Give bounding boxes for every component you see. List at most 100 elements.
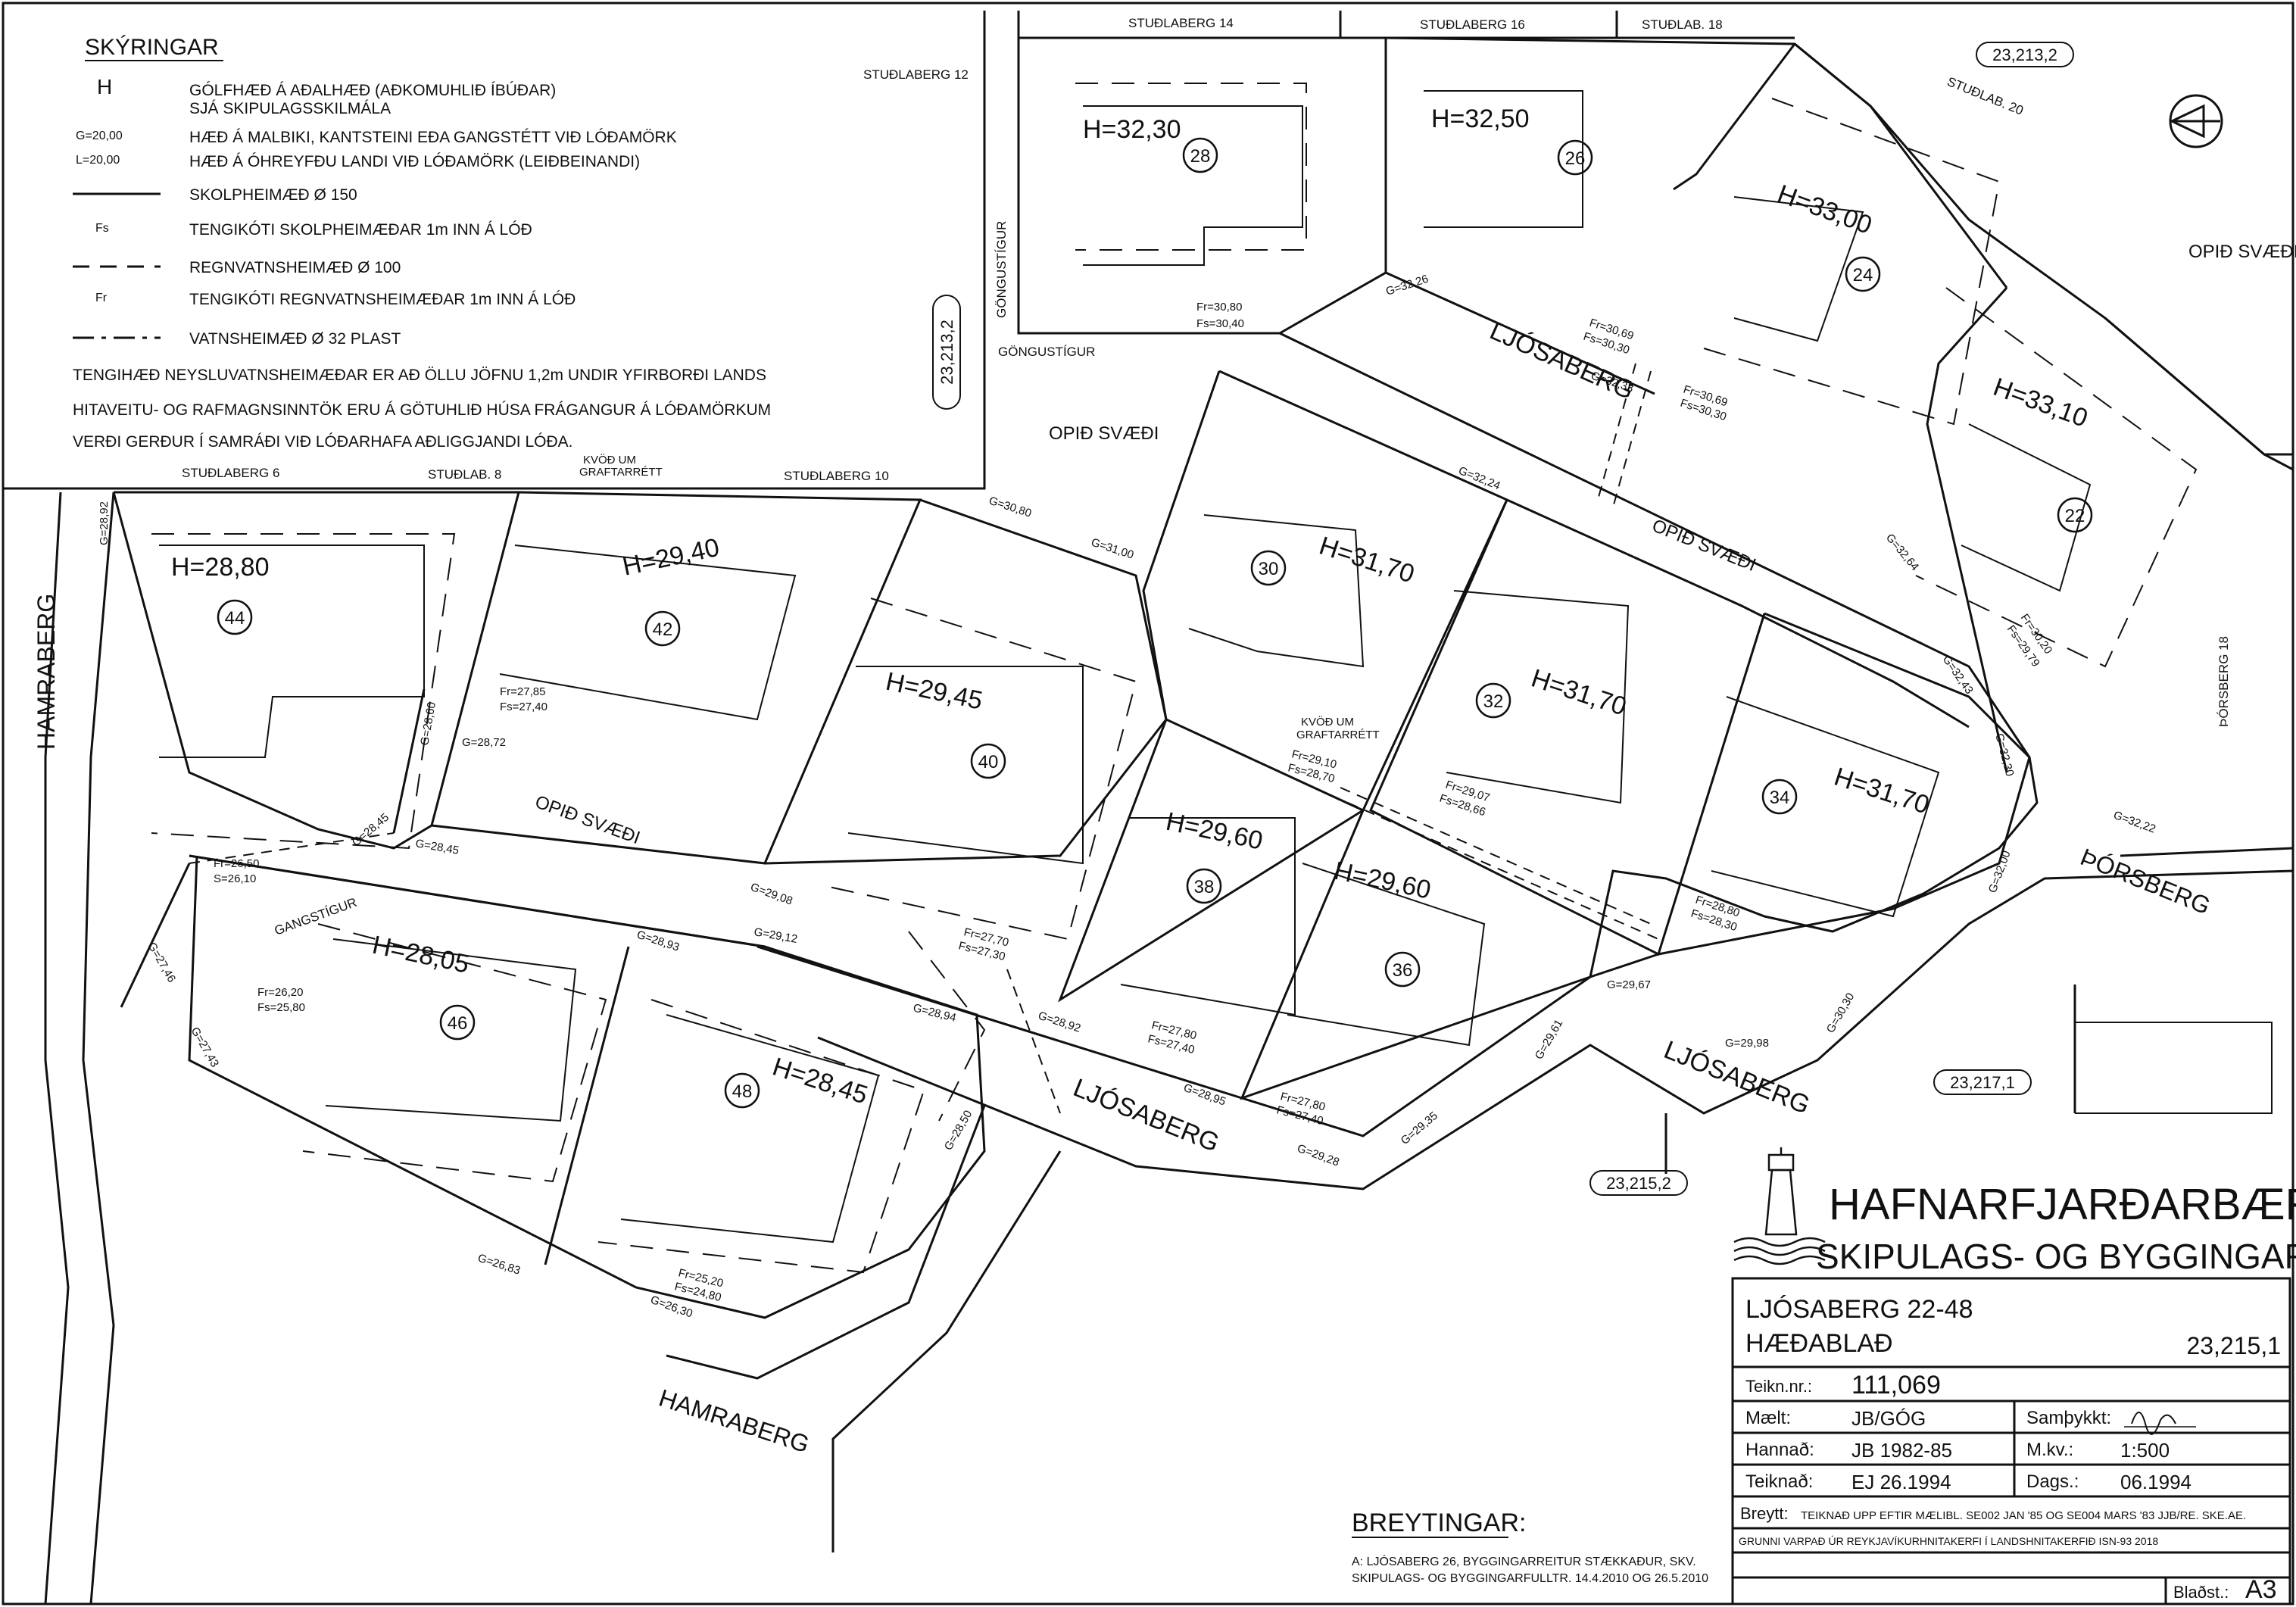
elev-label: G=31,00	[1090, 536, 1135, 562]
label-open-area-4: OPIÐ SVÆÐI	[2188, 242, 2296, 262]
plot-36: 36 H=29,60	[1331, 857, 1433, 988]
project-name: LJÓSABERG 22-48	[1745, 1295, 1973, 1324]
label-kvod-mid: KVÖÐ UM	[1301, 715, 1354, 729]
plot-number: 36	[1393, 960, 1413, 981]
label-graftarrett-top: GRAFTARRÉTT	[579, 466, 663, 479]
elev-label: Fs=27,40	[500, 701, 547, 713]
plot-height: H=31,70	[1528, 663, 1630, 721]
plot-height: H=29,45	[883, 667, 985, 716]
grid-note: GRUNNI VARPAÐ ÚR REYKJAVÍKURHNITAKERFI Í…	[1739, 1535, 2158, 1547]
plot-42: 42H=29,40	[620, 533, 722, 647]
plot-height: H=33,00	[1773, 179, 1876, 240]
date-value: 06.1994	[2120, 1471, 2191, 1493]
plot-height: H=29,40	[620, 533, 722, 582]
elev-label: G=32,43	[1940, 654, 1976, 697]
plot-24: 24H=33,00	[1773, 179, 1881, 292]
scale-label: M.kv.:	[2026, 1440, 2073, 1460]
elev-label: Fr=26,50	[214, 857, 259, 870]
north-arrow-icon	[2169, 94, 2223, 148]
designed-value: JB 1982-85	[1851, 1439, 1952, 1462]
lighthouse-logo-icon	[1733, 1147, 1826, 1265]
sheet-size-label: Blaðst.:	[2173, 1583, 2229, 1602]
plot-44: 44 H=28,80	[171, 553, 270, 635]
elev-label: G=29,67	[1607, 978, 1651, 991]
elev-label: G=32,22	[2112, 809, 2157, 836]
elev-label: G=29,12	[753, 925, 798, 946]
legend-text-h2: SJÁ SKIPULAGSSKILMÁLA	[189, 100, 391, 117]
sheet-ref-right: 23,217,1	[1950, 1073, 2015, 1092]
label-studlab-20: STUÐLAB. 20	[1945, 74, 2026, 118]
elev-label: G=29,61	[1533, 1017, 1566, 1062]
drawn-label: Teiknað:	[1745, 1471, 1813, 1492]
plot-46: 46H=28,05	[370, 931, 476, 1041]
elev-label: Fs=25,80	[257, 1001, 305, 1014]
elev-label: G=30,80	[987, 495, 1033, 520]
label-studlaberg-10: STUÐLABERG 10	[784, 469, 889, 483]
revised-label: Breytt:	[1740, 1504, 1789, 1523]
changes-line-2: SKIPULAGS- OG BYGGINGARFULLTR. 14.4.2010…	[1352, 1572, 1708, 1585]
legend-note-3: VERÐI GERÐUR Í SAMRÁÐI VIÐ LÓÐARHAFA AÐL…	[73, 433, 572, 451]
plot-height: H=28,80	[171, 553, 270, 582]
legend-note-2: HITAVEITU- OG RAFMAGNSINNTÖK ERU Á GÖTUH…	[73, 401, 771, 419]
legend-note-1: TENGIHÆÐ NEYSLUVATNSHEIMÆÐAR ER AÐ ÖLLU …	[73, 367, 766, 384]
label-thorsberg-18: ÞÓRSBERG 18	[2216, 636, 2231, 727]
label-gongustigur: GÖNGUSTÍGUR	[998, 345, 1095, 359]
legend-title: SKÝRINGAR	[85, 35, 219, 60]
label-studlaberg-12: STUÐLABERG 12	[863, 67, 969, 82]
plot-height: H=29,60	[1163, 807, 1265, 856]
plot-40: 40 H=29,45	[883, 667, 1006, 779]
legend-text-g: HÆÐ Á MALBIKI, KANTSTEINI EÐA GANGSTÉTT …	[189, 129, 677, 146]
legend-text-fs: TENGIKÓTI SKOLPHEIMÆÐAR 1m INN Á LÓÐ	[189, 221, 532, 239]
legend-text-l: HÆÐ Á ÓHREYFÐU LANDI VIÐ LÓÐAMÖRK (LEIÐB…	[189, 153, 640, 170]
legend-text-water: VATNSHEIMÆÐ Ø 32 PLAST	[189, 330, 401, 348]
changes-title: BREYTINGAR:	[1352, 1509, 1526, 1537]
legend-symbol-g: G=20,00	[76, 129, 123, 142]
street-hamraberg-lower: HAMRABERG	[656, 1384, 813, 1458]
date-label: Dags.:	[2026, 1471, 2079, 1492]
org-name: HAFNARFJARÐARBÆR	[1829, 1180, 2296, 1229]
plot-number: 38	[1194, 877, 1215, 897]
dept-name: SKIPULAGS- OG BYGGINGARSVIÐ	[1816, 1237, 2296, 1276]
approved-label: Samþykkt:	[2026, 1408, 2111, 1428]
label-graftarrett-mid: GRAFTARRÉTT	[1296, 729, 1380, 741]
legend-symbol-fs: Fs	[95, 222, 109, 235]
label-studlaberg-6: STUÐLABERG 6	[182, 466, 279, 480]
elev-label: G=29,08	[749, 881, 794, 908]
plot-number: 22	[2065, 506, 2085, 526]
label-gangstigur: GANGSTÍGUR	[273, 895, 359, 938]
elev-label: G=26,30	[649, 1293, 694, 1321]
sheet-size: A3	[2245, 1575, 2277, 1604]
label-kvod-top: KVÖÐ UM	[583, 453, 636, 466]
plot-number: 30	[1259, 559, 1279, 579]
drawing-no-label: Teikn.nr.:	[1745, 1377, 1812, 1396]
elev-label: G=28,92	[1037, 1009, 1082, 1035]
plot-height: H=32,30	[1083, 115, 1181, 144]
elev-label: Fr=27,85	[500, 685, 545, 698]
elev-label: Fr=26,20	[257, 986, 303, 999]
elev-label: Fs=30,40	[1196, 317, 1244, 330]
label-open-area-1: OPIÐ SVÆÐI	[1049, 423, 1159, 444]
plot-height: H=31,70	[1316, 531, 1418, 588]
plot-26: 26H=32,50	[1431, 105, 1593, 176]
sheet-ref-bottom: 23,215,2	[1606, 1174, 1671, 1193]
label-studlaberg-16: STUÐLABERG 16	[1420, 17, 1525, 32]
sheet-ref-top: 23,213,2	[1992, 45, 2057, 64]
drawn-value: EJ 26.1994	[1851, 1471, 1951, 1493]
plot-number: 40	[978, 752, 999, 772]
legend-text-sewer: SKOLPHEIMÆÐ Ø 150	[189, 186, 357, 204]
legend-text-h: GÓLFHÆÐ Á AÐALHÆÐ (AÐKOMUHLIÐ ÍBÚÐAR)	[189, 82, 556, 99]
elev-label: G=26,83	[476, 1252, 522, 1278]
elev-label: G=32,64	[1883, 532, 1921, 573]
legend-text-rain: REGNVATNSHEIMÆÐ Ø 100	[189, 259, 401, 276]
elev-label: G=29,98	[1725, 1037, 1769, 1050]
plot-22: 22H=33,10	[1989, 373, 2093, 533]
legend-symbol-fr: Fr	[95, 292, 108, 304]
elev-label: G=27,46	[145, 941, 179, 985]
plot-number: 26	[1565, 148, 1586, 169]
plot-height: H=29,60	[1331, 857, 1433, 905]
elev-label: G=28,45	[414, 837, 460, 857]
plot-38: 38 H=29,60	[1163, 807, 1265, 904]
plot-number: 44	[225, 608, 245, 629]
